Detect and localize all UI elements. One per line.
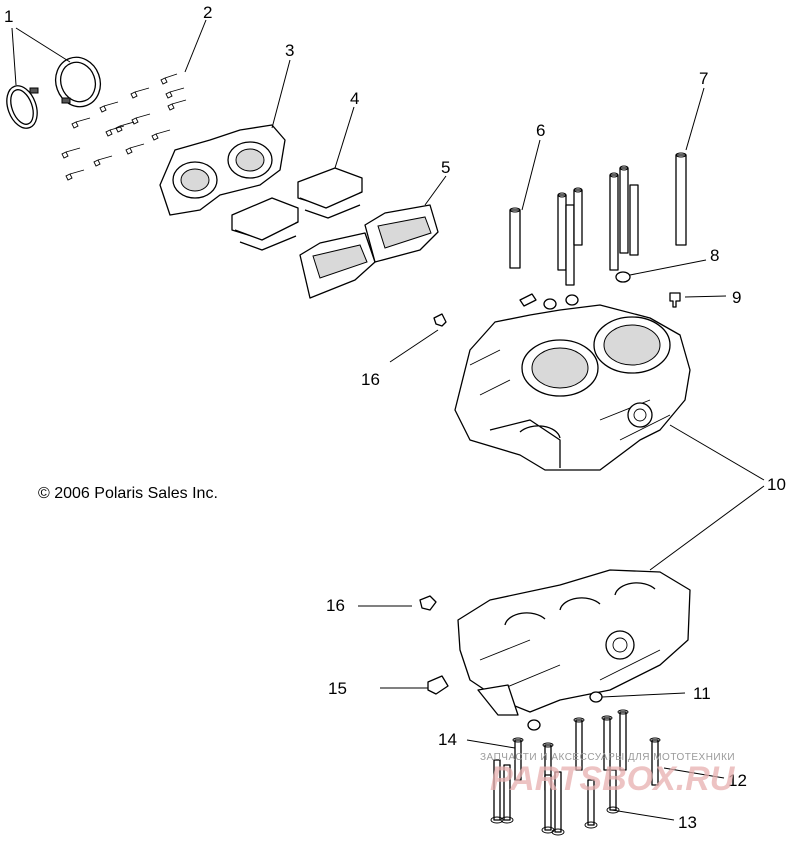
callout-16-upper: 16: [361, 370, 380, 389]
lower-crankcase: [457, 569, 691, 716]
callout-13: 13: [678, 813, 697, 832]
callout-15: 15: [328, 679, 347, 698]
callout-9: 9: [732, 288, 741, 307]
cylinder-studs: [509, 152, 687, 286]
watermark-tagline: ЗАПЧАСТИ И АКСЕССУАРЫ ДЛЯ МОТОТЕХНИКИ: [480, 752, 735, 763]
callout-1: 1: [4, 7, 13, 26]
callout-4: 4: [350, 89, 359, 108]
callout-16-lower: 16: [326, 596, 345, 615]
leader-lines: [11, 19, 765, 821]
callout-5: 5: [441, 158, 450, 177]
clamp-rings: [6, 56, 102, 129]
callout-3: 3: [285, 41, 294, 60]
callout-2: 2: [203, 3, 212, 22]
callout-7: 7: [699, 69, 708, 88]
callout-labels: 1 2 3 4 5 6 7 8 9 10 11 12 13 14 15 16 1…: [4, 3, 786, 832]
callout-11: 11: [693, 684, 711, 703]
callout-14: 14: [438, 730, 457, 749]
callout-8: 8: [710, 246, 719, 265]
copyright-notice: © 2006 Polaris Sales Inc.: [38, 485, 218, 502]
intake-plate: [159, 124, 286, 216]
upper-crankcase: [454, 304, 691, 471]
watermark: ЗАПЧАСТИ И АКСЕССУАРЫ ДЛЯ МОТОТЕХНИКИ PA…: [480, 752, 736, 798]
callout-10: 10: [767, 475, 786, 494]
reed-blocks: [231, 167, 363, 251]
reed-cages: [299, 204, 439, 299]
callout-12: 12: [728, 771, 747, 790]
watermark-logo: PARTSBOX.RU: [490, 760, 736, 798]
small-bolts: [61, 73, 187, 181]
callout-6: 6: [536, 121, 545, 140]
lower-fittings: [419, 595, 603, 731]
